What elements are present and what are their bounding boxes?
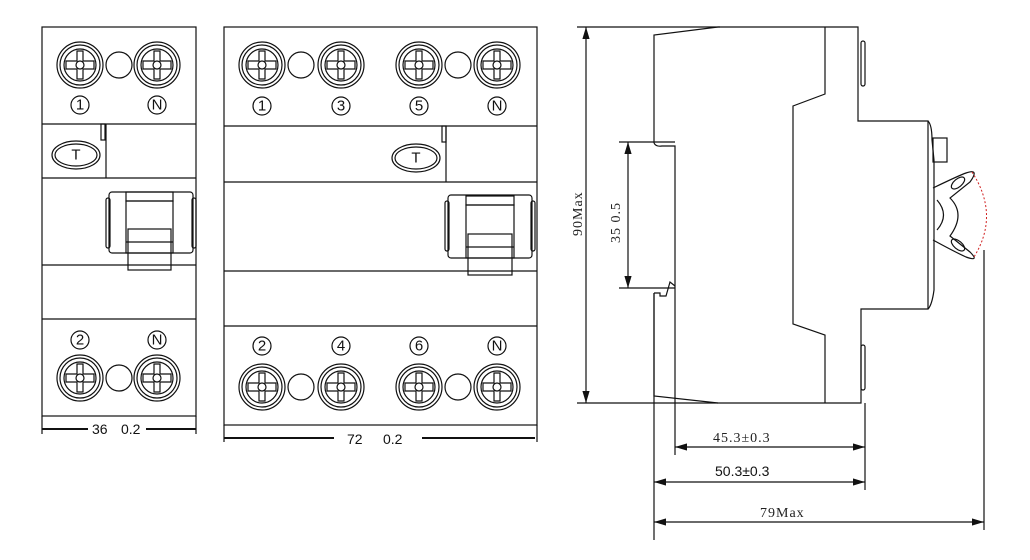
indicator-circle — [105, 364, 133, 392]
terminal-label: 4 — [337, 338, 345, 355]
width-dimension: 36 — [92, 421, 108, 437]
terminal-label: N — [152, 97, 163, 114]
terminal-label: N — [152, 332, 163, 349]
depth-dimension-50: 50.3±0.3 — [715, 463, 770, 479]
nut-icon — [932, 137, 948, 163]
width-dimension: 72 — [347, 431, 363, 447]
terminal-label: 3 — [337, 98, 345, 115]
toggle-handle — [444, 194, 536, 276]
terminal-label: 6 — [415, 338, 423, 355]
terminal-label: 2 — [76, 332, 84, 349]
depth-dimension-45: 45.3±0.3 — [713, 431, 771, 446]
module-4-pole-front-view: 1 3 5 N 2 4 6 N T 72 0.2 — [223, 26, 538, 447]
terminal-label: 1 — [76, 97, 84, 114]
height-dimension: 90Max — [571, 191, 586, 236]
width-tolerance: 0.2 — [121, 421, 141, 437]
test-button-label: T — [411, 150, 420, 167]
terminal-label: N — [492, 98, 503, 115]
test-button — [51, 140, 101, 170]
side-view: 90Max 35 0.5 45.3±0.3 50.3±0.3 79Max — [571, 26, 987, 540]
depth-dimension-max: 79Max — [760, 506, 805, 521]
terminal-screw-icon — [56, 41, 104, 89]
terminal-screw-icon — [133, 41, 181, 89]
rail-dimension: 35 0.5 — [609, 202, 624, 243]
toggle-lever-icon — [932, 171, 987, 260]
toggle-handle — [105, 191, 197, 271]
terminal-label: 5 — [415, 98, 423, 115]
module-2-pole-front-view: 1 N 2 N T 36 0.2 — [41, 26, 197, 437]
terminal-label: N — [492, 338, 503, 355]
terminal-screw-icon — [56, 354, 104, 402]
rotation-arc — [971, 171, 987, 258]
terminal-label: 2 — [258, 338, 266, 355]
test-button — [391, 143, 441, 173]
terminal-screw-icon — [133, 354, 181, 402]
test-button-label: T — [71, 147, 80, 164]
terminal-label: 1 — [258, 98, 266, 115]
width-tolerance: 0.2 — [383, 431, 403, 447]
indicator-circle — [105, 51, 133, 79]
